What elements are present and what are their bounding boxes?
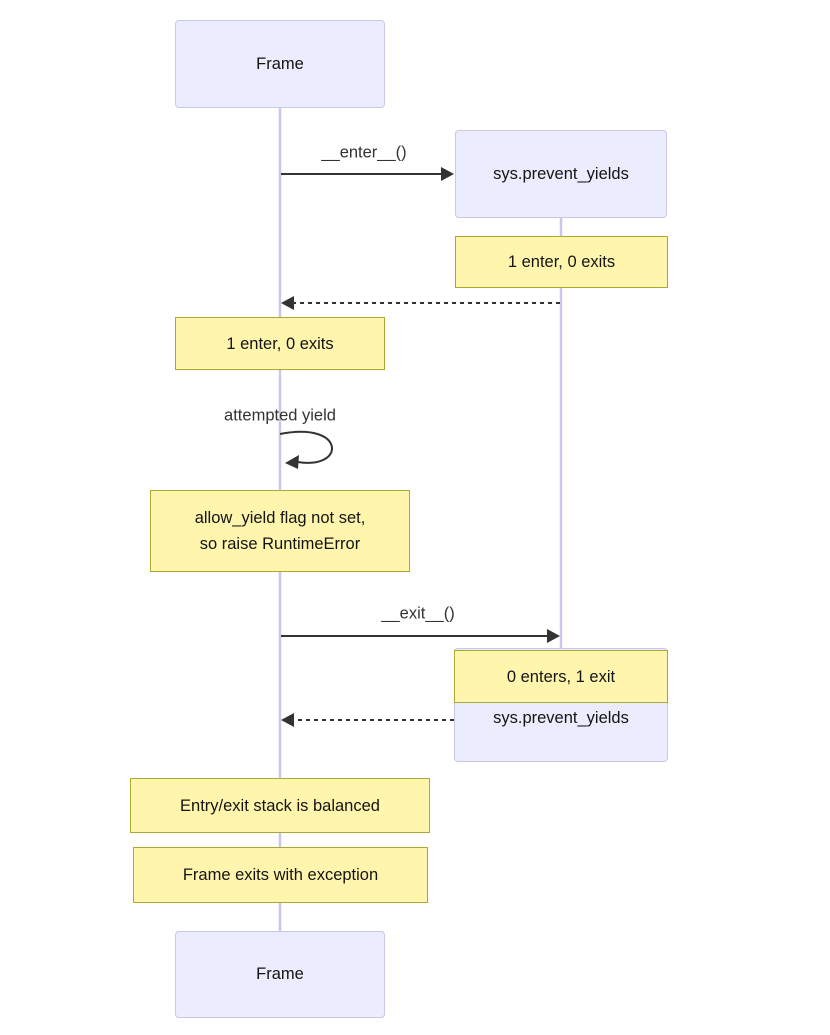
enter-arrow xyxy=(281,167,454,181)
message-label-enter: __enter__() xyxy=(321,143,407,162)
actor-frame-bottom-label: Frame xyxy=(256,965,304,983)
note-sys-exit: 0 enters, 1 exit xyxy=(454,650,668,703)
note-yield-error: allow_yield flag not set, so raise Runti… xyxy=(150,490,410,572)
note-frame-exception: Frame exits with exception xyxy=(133,847,428,903)
message-label-exit: __exit__() xyxy=(381,604,455,623)
exit-arrow xyxy=(281,629,560,643)
actor-sys-top-label: sys.prevent_yields xyxy=(493,164,629,183)
return-arrow-exit xyxy=(281,713,454,727)
note-frame-enter: 1 enter, 0 exits xyxy=(175,317,385,370)
note-sys-enter: 1 enter, 0 exits xyxy=(455,236,668,288)
return-arrow-enter xyxy=(281,296,560,310)
actor-box-sys-top: sys.prevent_yields xyxy=(455,130,667,218)
note-stack-balanced: Entry/exit stack is balanced xyxy=(130,778,430,833)
actor-box-frame-bottom: Frame xyxy=(175,931,385,1018)
actor-sys-bottom-label: sys.prevent_yields xyxy=(493,709,629,727)
actor-box-frame-top: Frame xyxy=(175,20,385,108)
message-label-self-loop: attempted yield xyxy=(224,406,336,425)
self-loop-arrow xyxy=(279,430,333,469)
actor-frame-top-label: Frame xyxy=(256,54,304,73)
